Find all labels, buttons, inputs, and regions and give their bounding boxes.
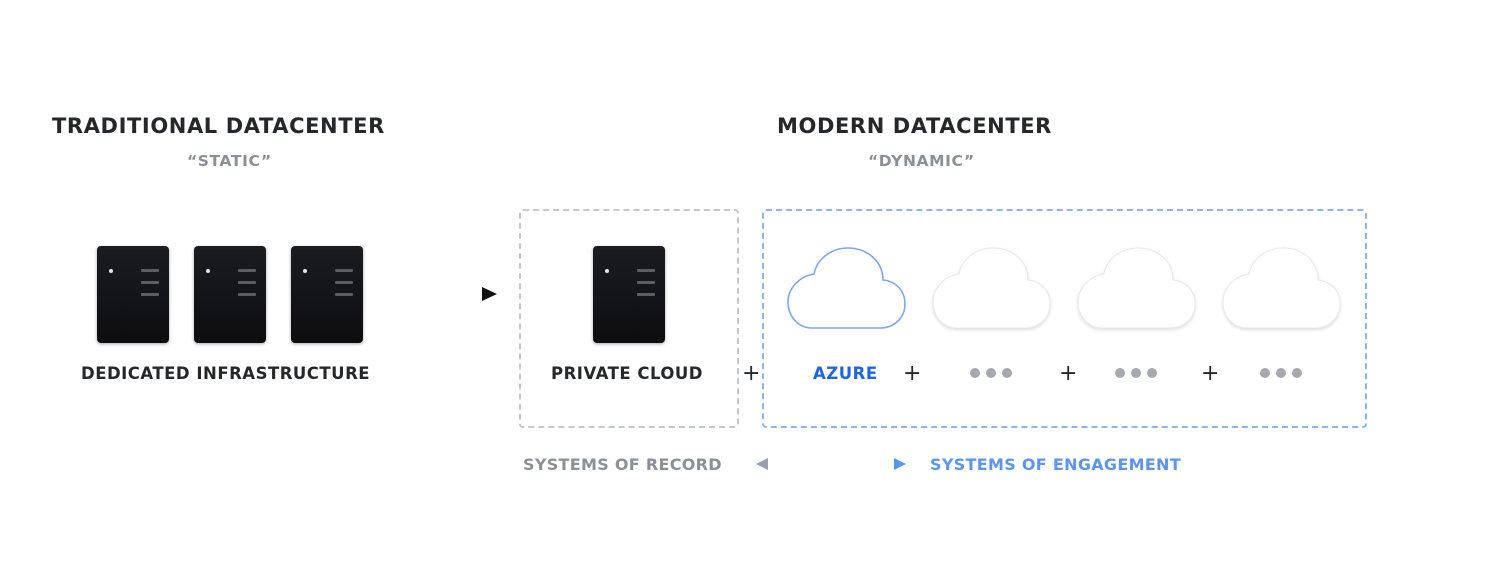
private-cloud-label: PRIVATE CLOUD bbox=[551, 364, 704, 383]
modern-datacenter-title: MODERN DATACENTER bbox=[777, 114, 1052, 138]
azure-cloud-icon bbox=[787, 247, 906, 329]
private-cloud-box bbox=[519, 209, 739, 428]
cloud-icon bbox=[1222, 247, 1341, 329]
ellipsis-icon bbox=[970, 368, 1012, 378]
plus-sign: + bbox=[903, 361, 922, 386]
server-icon bbox=[97, 246, 169, 343]
cloud-icon bbox=[932, 247, 1051, 329]
traditional-subtitle: “STATIC” bbox=[187, 152, 272, 170]
private-server-icon bbox=[593, 246, 665, 343]
cloud-icon bbox=[1077, 247, 1196, 329]
plus-sign: + bbox=[1059, 361, 1078, 386]
modern-subtitle: “DYNAMIC” bbox=[868, 152, 975, 170]
traditional-datacenter-title: TRADITIONAL DATACENTER bbox=[52, 114, 385, 138]
systems-of-record-label: SYSTEMS OF RECORD bbox=[523, 455, 722, 474]
transition-arrow-icon bbox=[388, 287, 497, 301]
ellipsis-icon bbox=[1115, 368, 1157, 378]
plus-sign: + bbox=[742, 361, 761, 386]
server-icon bbox=[194, 246, 266, 343]
dedicated-infrastructure-label: DEDICATED INFRASTRUCTURE bbox=[81, 364, 371, 383]
server-icon bbox=[291, 246, 363, 343]
double-arrow-icon bbox=[756, 458, 906, 470]
public-cloud-box bbox=[762, 209, 1367, 428]
ellipsis-icon bbox=[1260, 368, 1302, 378]
azure-label: AZURE bbox=[813, 364, 878, 383]
plus-sign: + bbox=[1201, 361, 1220, 386]
systems-of-engagement-label: SYSTEMS OF ENGAGEMENT bbox=[930, 455, 1181, 474]
